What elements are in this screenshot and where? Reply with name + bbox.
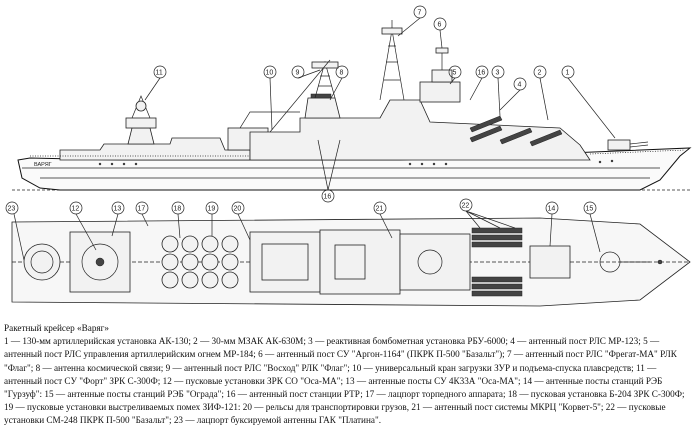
- callout-17: 17: [138, 206, 146, 213]
- callout-23: 23: [8, 206, 16, 213]
- callout-4: 4: [518, 82, 522, 89]
- side-profile: ВАРЯГ: [12, 20, 692, 191]
- caption-legend: 1 — 130-мм артиллерийская установка АК-1…: [4, 336, 685, 426]
- plan-callouts: 23 12 13 17 18 19 20 21 22 14 15: [5, 198, 601, 261]
- callout-16-side: 16: [478, 70, 486, 77]
- aft-superstructure: [59, 137, 251, 161]
- callout-11: 11: [156, 70, 163, 77]
- callout-14: 14: [548, 206, 556, 213]
- callout-22: 22: [462, 203, 470, 210]
- basalt-launchers-side: [469, 115, 563, 147]
- callout-5: 5: [453, 70, 457, 77]
- callout-21: 21: [376, 206, 384, 213]
- callout-10: 10: [266, 70, 274, 77]
- plan-view: [11, 217, 691, 307]
- callout-2: 2: [538, 70, 542, 77]
- hull-name: ВАРЯГ: [34, 162, 52, 168]
- callout-9: 9: [296, 70, 300, 77]
- portholes: [98, 159, 614, 166]
- cruiser-drawing: ВАРЯГ: [5, 5, 692, 307]
- basalt-launchers-plan: [471, 227, 523, 297]
- callout-7: 7: [418, 10, 422, 17]
- callout-18: 18: [174, 206, 182, 213]
- figure-caption: Ракетный крейсер «Варяг» 1 — 130-мм арти…: [4, 322, 696, 428]
- callout-19: 19: [208, 206, 216, 213]
- s300-launchers-plan: [161, 235, 239, 289]
- side-callouts: 11 10 9 8 7 6 5 16 3 2 1 4 16: [144, 5, 616, 203]
- callout-20: 20: [234, 206, 242, 213]
- caption-title: Ракетный крейсер «Варяг»: [4, 323, 110, 333]
- callout-6: 6: [438, 22, 442, 29]
- callout-1: 1: [566, 70, 570, 77]
- callout-3: 3: [496, 70, 500, 77]
- callout-13: 13: [114, 206, 122, 213]
- main-superstructure: [249, 99, 591, 161]
- callout-12: 12: [72, 206, 80, 213]
- callout-15: 15: [586, 206, 594, 213]
- callout-8: 8: [340, 70, 344, 77]
- callout-16-lower: 16: [324, 194, 332, 201]
